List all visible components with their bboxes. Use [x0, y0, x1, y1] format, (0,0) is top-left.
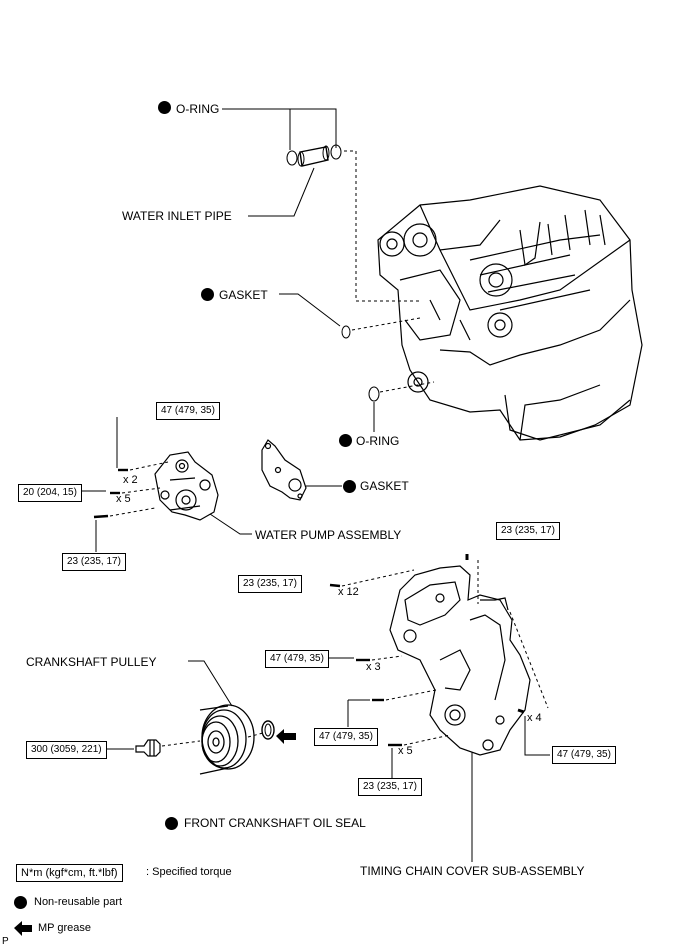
- label-water-pump-assembly: WATER PUMP ASSEMBLY: [255, 528, 402, 542]
- torque-box-2: 20 (204, 15): [18, 484, 82, 502]
- leader-water-inlet-pipe: [248, 167, 315, 217]
- label-timing-chain-cover: TIMING CHAIN COVER SUB-ASSEMBLY: [360, 864, 585, 878]
- gasket-top: [341, 325, 351, 339]
- front-crankshaft-oil-seal: [261, 720, 275, 740]
- legend-non-reusable-dot: [14, 896, 27, 909]
- timing-chain-cover: [389, 565, 531, 756]
- torque-box-9: 23 (235, 17): [358, 778, 422, 796]
- engine-block: [377, 185, 643, 441]
- o-ring-mid: [368, 386, 380, 402]
- torque-box-4: 23 (235, 17): [496, 522, 560, 540]
- label-o-ring-top: O-RING: [176, 102, 220, 116]
- label-gasket-pump: GASKET: [360, 479, 409, 493]
- non-reusable-dot-gasket-top: [201, 288, 214, 301]
- non-reusable-dot-o-ring-mid: [339, 434, 352, 447]
- cover-bolt-x12: [329, 583, 341, 588]
- legend-torque-unit: N*m (kgf*cm, ft.*lbf): [16, 864, 123, 882]
- torque-box-8: 300 (3059, 221): [26, 741, 107, 759]
- non-reusable-dot-oil-seal: [165, 817, 178, 830]
- o-ring-top-right: [330, 144, 342, 160]
- leader-gasket-top: [279, 293, 341, 327]
- o-ring-top-left: [286, 150, 298, 166]
- crankshaft-pulley: [199, 704, 255, 775]
- torque-box-7: 47 (479, 35): [314, 728, 378, 746]
- count-x5-pump: x 5: [116, 493, 131, 505]
- legend-non-reusable: Non-reusable part: [34, 896, 123, 908]
- crankshaft-pulley-bolt: [135, 739, 161, 757]
- non-reusable-dot-o-ring-top: [158, 101, 171, 114]
- label-crankshaft-pulley: CRANKSHAFT PULLEY: [26, 655, 157, 669]
- cover-bolt-x4: [517, 708, 525, 714]
- torque-box-3: 23 (235, 17): [62, 553, 126, 571]
- count-x12: x 12: [338, 586, 359, 598]
- non-reusable-dot-gasket-pump: [343, 480, 356, 493]
- pump-bolt-3: [93, 514, 109, 519]
- page-mark: P: [2, 936, 9, 947]
- leader-water-pump: [209, 513, 252, 535]
- count-x3: x 3: [366, 661, 381, 673]
- leader-o-ring-top: [222, 108, 337, 150]
- water-inlet-pipe: [299, 146, 329, 167]
- count-x4: x 4: [527, 712, 542, 724]
- count-x2: x 2: [123, 474, 138, 486]
- mp-grease-arrow-diagram: [276, 729, 296, 744]
- torque-box-1: 47 (479, 35): [156, 402, 220, 420]
- torque-box-10: 47 (479, 35): [552, 746, 616, 764]
- count-x5-cover: x 5: [398, 745, 413, 757]
- label-front-crankshaft-oil-seal: FRONT CRANKSHAFT OIL SEAL: [184, 816, 366, 830]
- legend-mp-grease: MP grease: [38, 922, 91, 934]
- water-pump-assembly: [154, 451, 219, 521]
- legend-torque-desc: : Specified torque: [146, 866, 232, 878]
- label-gasket-top: GASKET: [219, 288, 268, 302]
- mp-grease-arrow-legend: [14, 921, 32, 936]
- torque-box-6: 47 (479, 35): [265, 650, 329, 668]
- label-water-inlet-pipe: WATER INLET PIPE: [122, 209, 232, 223]
- water-pump-gasket: [261, 439, 307, 501]
- label-o-ring-mid: O-RING: [356, 434, 400, 448]
- torque-box-5: 23 (235, 17): [238, 575, 302, 593]
- leader-crankshaft-pulley: [188, 660, 233, 707]
